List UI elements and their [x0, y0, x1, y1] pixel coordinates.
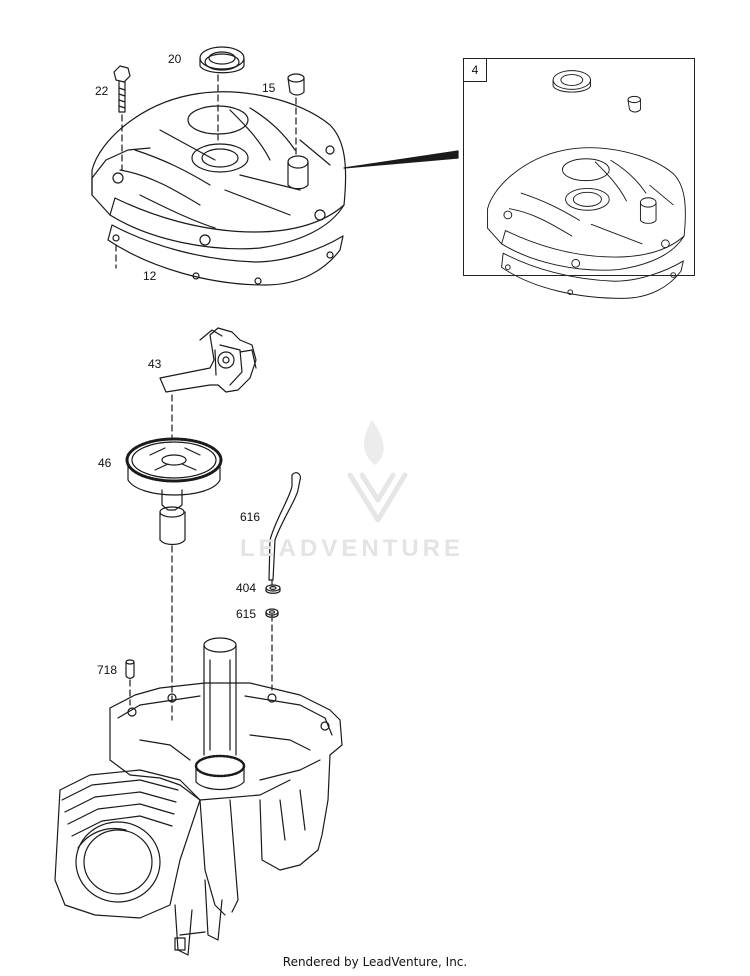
dowel-pin-718 [125, 659, 135, 679]
crankcase-block [54, 637, 343, 956]
callout-615[interactable]: 615 [236, 607, 257, 621]
sump-kit-illustration [487, 70, 686, 299]
callout-22[interactable]: 22 [95, 84, 109, 98]
rendered-by-footer: Rendered by LeadVenture, Inc. [282, 955, 468, 969]
sump-cover-assembly [91, 91, 347, 286]
dipstick-616 [268, 472, 301, 581]
callout-46[interactable]: 46 [98, 456, 112, 470]
cam-gear-46 [125, 437, 223, 546]
sump-cover-shell [91, 91, 347, 250]
callout-15[interactable]: 15 [262, 81, 276, 95]
callout-404[interactable]: 404 [236, 581, 257, 595]
governor-assembly-43 [159, 327, 257, 393]
oil-seal-20 [199, 46, 245, 74]
bolt-22 [113, 65, 131, 113]
callout-12[interactable]: 12 [143, 269, 157, 283]
plug-15 [287, 73, 305, 96]
gasket-12 [107, 224, 344, 286]
callout-616[interactable]: 616 [240, 510, 261, 524]
kit-callout-4: 4 [464, 59, 487, 82]
kit-pointer-arrow [343, 150, 459, 169]
leadventure-logo-watermark [347, 420, 408, 523]
watermark-text: LEADVENTURE [240, 535, 465, 562]
callout-43[interactable]: 43 [148, 357, 162, 371]
sump-kit-box: 4 [463, 58, 695, 276]
leader-lines-top [115, 74, 297, 269]
washer-404 [265, 584, 281, 594]
callout-718[interactable]: 718 [97, 663, 118, 677]
callout-20[interactable]: 20 [168, 52, 182, 66]
leader-lines-middle [129, 394, 273, 721]
